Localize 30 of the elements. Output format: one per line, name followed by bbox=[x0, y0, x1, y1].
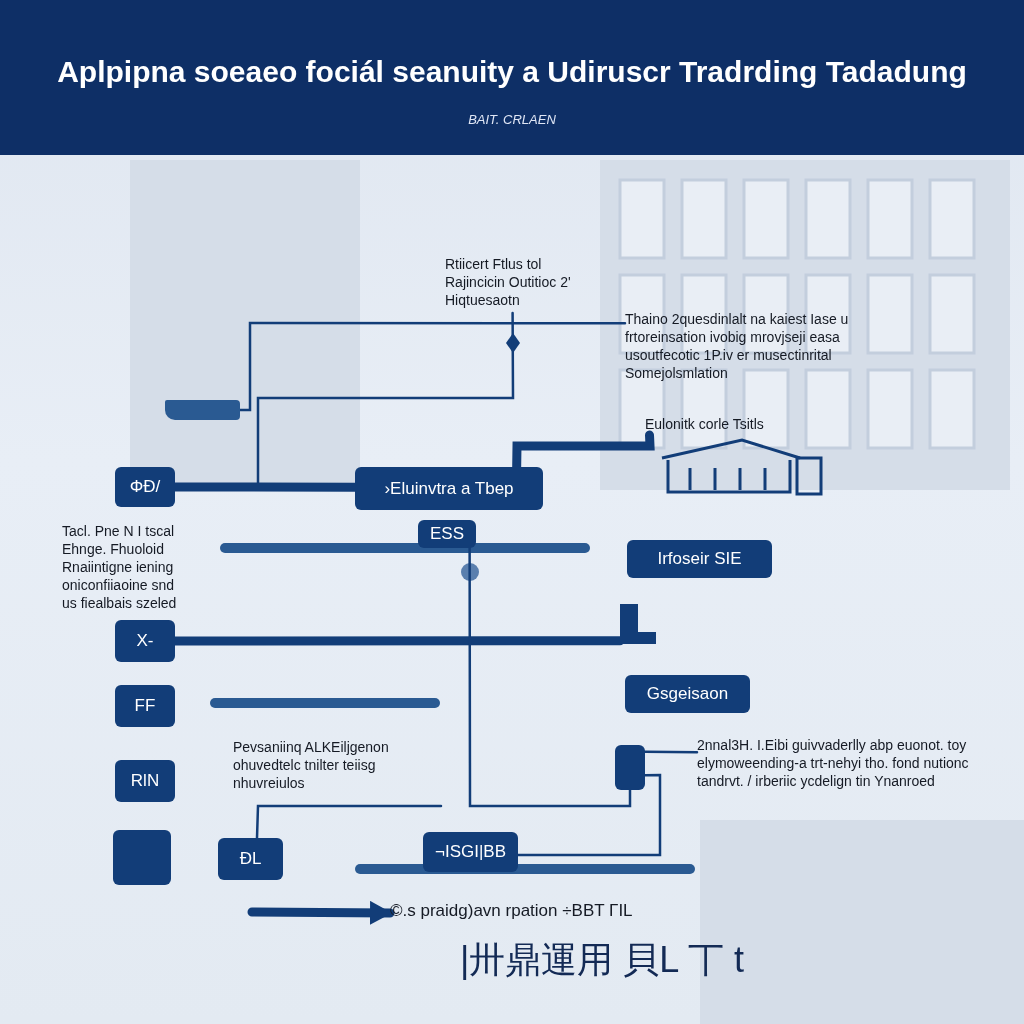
label-box: X- bbox=[115, 620, 175, 662]
connector bbox=[643, 750, 699, 754]
title: Aplpipna soeaeo fociál seanuity a Udiruscr Tradrding Tadadung bbox=[56, 55, 968, 89]
note-text: 2nnal3H. I.Eibi guivvaderlly abp euonot. toy elymoweending-a trt-nehyi tho. fond nutionc tandrvt. / irberiic ycdelign tin Ynanroed bbox=[697, 736, 989, 790]
note-text: Tacl. Pne N I tscal Ehnge. Fhuoloid Rnaiintigne iening oniconfiiaoine snd us fiealbais szeled bbox=[62, 522, 182, 612]
connector bbox=[247, 900, 395, 925]
note-text: ©.s praidg)avn rpation ÷BBT ΓΙL bbox=[390, 902, 690, 920]
connector bbox=[255, 804, 443, 840]
note-text: Thaino 2quesdinlalt na kaiest Iase u frtoreinsation ivobig mrovjseji easa usoutfecotic 1P.iv er musectinrital Somejolsmlation bbox=[625, 310, 875, 382]
bottom-heading: |卅鼎運用 貝L 丅 t bbox=[460, 938, 745, 982]
label-box: ›Eluinvtra a Tbep bbox=[355, 467, 543, 510]
label-box: ΦĐ/ bbox=[115, 467, 175, 507]
connector bbox=[238, 321, 627, 412]
label-box: FF bbox=[115, 685, 175, 727]
label-box: ESS bbox=[418, 520, 476, 548]
dark-box bbox=[615, 745, 645, 790]
connector bbox=[516, 773, 662, 857]
note-text: Eulonitk corle Tsitls bbox=[645, 415, 795, 433]
brush-stroke bbox=[165, 400, 240, 420]
label-box: ĐL bbox=[218, 838, 283, 880]
label-box: RlN bbox=[115, 760, 175, 802]
subtitle: BAIT. CRLAEN bbox=[467, 112, 557, 127]
note-text: Rtiicert Ftlus tol Rajincicin Outitioc 2' Hiqtuesaotn bbox=[445, 255, 575, 309]
dark-box bbox=[113, 830, 171, 885]
note-text: Pevsaniinq ALKEiljgenon ohuvedtelc tnilter teiisg nhuvreiulos bbox=[233, 738, 443, 792]
connector bbox=[468, 546, 632, 808]
label-box: ¬ISGI|BB bbox=[423, 832, 518, 872]
label-box: Gsgeisaon bbox=[625, 675, 750, 713]
label-box: Irfoseir SIE bbox=[627, 540, 772, 578]
boot-icon bbox=[620, 604, 656, 644]
